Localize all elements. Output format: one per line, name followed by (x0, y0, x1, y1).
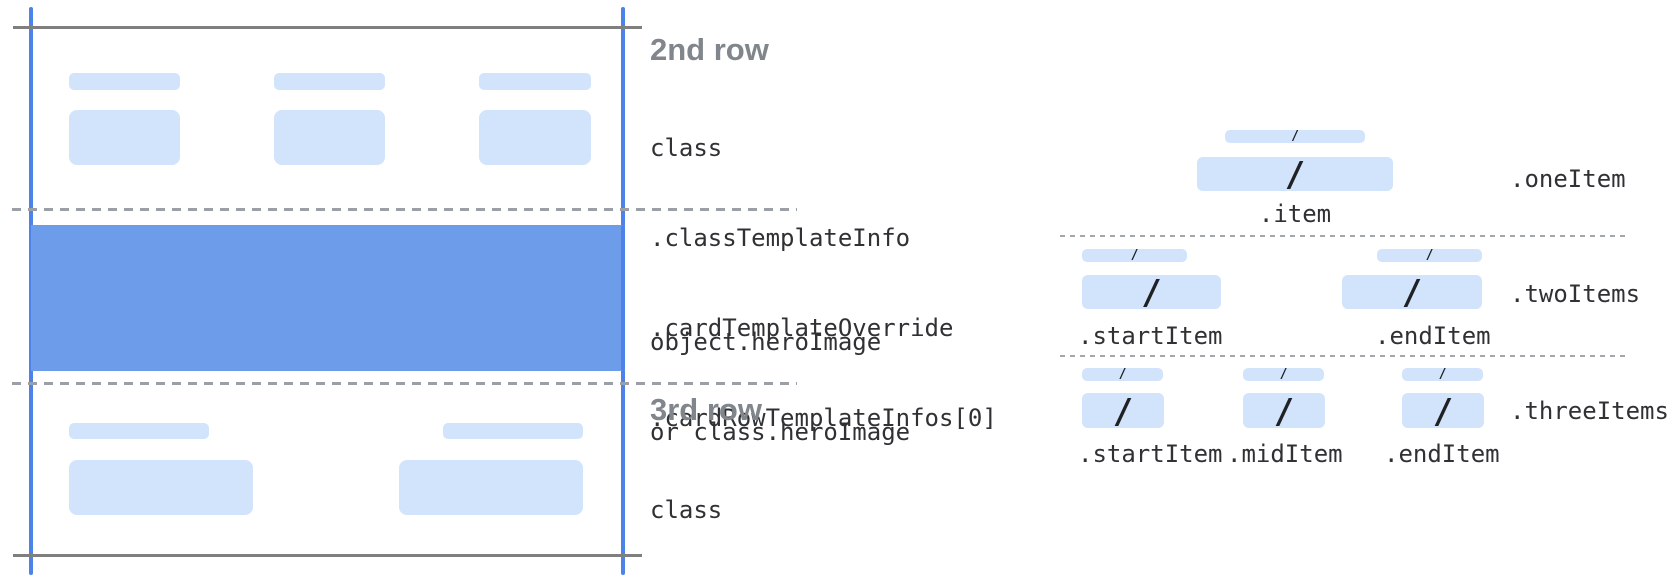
two-three-divider-dashed-line (1060, 355, 1630, 357)
row2-hero-divider-dashed-line (12, 208, 797, 211)
three-items-mid-label: .midItem (1227, 440, 1343, 468)
slash-placeholder-glyph: / (1425, 248, 1434, 263)
card-top-boundary-line (13, 26, 642, 29)
row2-col2-label-chip (274, 73, 385, 90)
row3-col1-value-chip (69, 460, 253, 515)
two-items-start-value-chip: / (1082, 273, 1221, 313)
slash-placeholder-glyph: / (1284, 155, 1306, 195)
hero-code-block: object.heroImage or class.heroImage (650, 267, 910, 507)
card-bottom-boundary-line (13, 554, 642, 557)
row2-col2-value-chip (274, 110, 385, 165)
row2-col1-value-chip (69, 110, 180, 165)
row3-code-block: class .classTemplateInfo .cardTemplateOv… (650, 435, 997, 584)
row2-code-line: .cardRowTemplateInfos[0] (650, 404, 997, 432)
three-items-end-value-chip: / (1402, 391, 1484, 432)
slash-placeholder-glyph: / (1112, 391, 1134, 432)
slash-placeholder-glyph: / (1130, 248, 1139, 263)
three-items-end-label: .endItem (1384, 440, 1500, 468)
one-item-label-chip: / (1225, 130, 1365, 143)
hero-row3-divider-dashed-line (12, 382, 797, 385)
slash-placeholder-glyph: / (1438, 367, 1447, 382)
one-item-value-chip: / (1197, 155, 1393, 195)
row2-code-block: class .classTemplateInfo .cardTemplateOv… (650, 73, 997, 493)
row2-col3-label-chip (479, 73, 591, 90)
one-item-item-label: .item (1258, 200, 1332, 228)
two-items-end-value-chip: / (1342, 273, 1482, 313)
row2-col3-value-chip (479, 110, 591, 165)
two-items-end-label: .endItem (1375, 322, 1491, 350)
slash-placeholder-glyph: / (1118, 367, 1127, 382)
three-items-start-value-chip: / (1082, 391, 1164, 432)
three-items-start-label: .startItem (1078, 440, 1223, 468)
three-items-mid-value-chip: / (1243, 391, 1325, 432)
three-items-mid-label-chip: / (1243, 368, 1324, 381)
two-items-side-label: .twoItems (1510, 280, 1641, 308)
row3-col2-label-chip (443, 423, 583, 439)
slash-placeholder-glyph: / (1273, 391, 1295, 432)
two-items-start-label: .startItem (1078, 322, 1223, 350)
row2-heading: 2nd row (650, 32, 769, 67)
row3-col1-label-chip (69, 423, 209, 439)
three-items-start-label-chip: / (1082, 368, 1163, 381)
three-items-end-label-chip: / (1402, 368, 1483, 381)
slash-placeholder-glyph: / (1432, 391, 1454, 432)
row3-heading: 3rd row (650, 392, 762, 427)
slash-placeholder-glyph: / (1141, 273, 1162, 313)
one-two-divider-dashed-line (1060, 235, 1630, 237)
slash-placeholder-glyph: / (1279, 367, 1288, 382)
two-items-end-label-chip: / (1377, 249, 1482, 262)
two-items-start-label-chip: / (1082, 249, 1187, 262)
row3-col2-value-chip (399, 460, 583, 515)
row3-code-line: class (650, 496, 723, 524)
hero-code-line: or class.heroImage (650, 418, 911, 446)
one-item-side-label: .oneItem (1510, 165, 1626, 193)
hero-image-band (31, 225, 625, 371)
row2-code-line: .classTemplateInfo (650, 224, 911, 252)
three-items-side-label: .threeItems (1510, 397, 1669, 425)
slash-placeholder-glyph: / (1401, 273, 1423, 313)
row2-code-line: .cardTemplateOverride (650, 314, 954, 342)
row2-code-line: class (650, 134, 723, 162)
hero-code-line: object.heroImage (650, 328, 882, 356)
card-right-guide-line-overlay (621, 225, 625, 371)
row2-col1-label-chip (69, 73, 180, 90)
slash-placeholder-glyph: / (1291, 129, 1299, 144)
